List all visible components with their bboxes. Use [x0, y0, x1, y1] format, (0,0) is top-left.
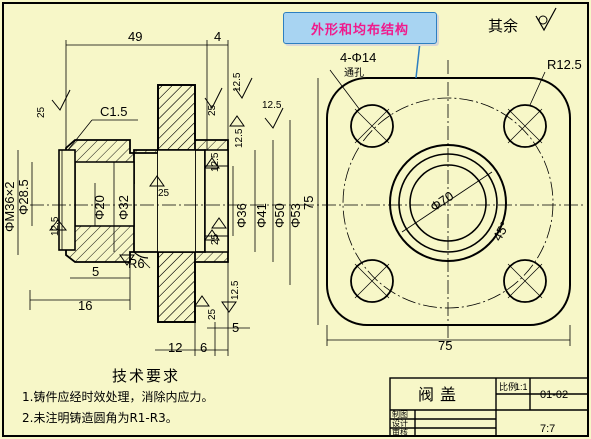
roughness-12-5-f: 12.5: [230, 280, 241, 300]
dim-d28-5: Φ28.5: [16, 179, 31, 215]
dim-4: 4: [214, 29, 221, 44]
roughness-12-5-e: 12.5: [50, 216, 61, 236]
roughness-12-5-c: 12.5: [234, 128, 245, 148]
roughness-12-5-b: 12.5: [262, 100, 282, 111]
dim-5b: 5: [232, 320, 239, 335]
title-block: [389, 377, 589, 437]
flange-outline: [326, 77, 571, 326]
row-design: 设计: [392, 418, 408, 428]
dim-thread: ΦM36×2: [2, 182, 17, 232]
roughness-25-e: 25: [207, 308, 218, 320]
dim-d32: Φ32: [116, 195, 131, 220]
flange-bore-clear: [158, 150, 195, 252]
corner-radius-label: R12.5: [547, 57, 582, 72]
left-dimensions: [17, 40, 291, 356]
threaded-end: [58, 149, 76, 251]
chamfer-label: C1.5: [100, 104, 127, 119]
tech-requirement-2: 2.未注明铸造圆角为R1-R3。: [22, 411, 178, 425]
row-draw: 制图: [392, 409, 408, 419]
roughness-25-d: 25: [210, 233, 221, 245]
holes-label: 4-Φ14: [340, 50, 376, 65]
end-view: [300, 41, 585, 346]
height-dim: 75: [301, 196, 316, 210]
dim-d20: Φ20: [92, 195, 107, 220]
ratio-value: 1:1: [515, 382, 528, 392]
dim-d41: Φ41: [254, 203, 269, 228]
roughness-symbols: [48, 77, 284, 313]
bore-large: [204, 149, 229, 253]
dim-16: 16: [78, 298, 92, 313]
roughness-12-5-a: 12.5: [232, 72, 243, 92]
part-name: 阀盖: [418, 386, 462, 404]
dim-49: 49: [128, 29, 142, 44]
callout-label: 外形和均布结构: [310, 22, 409, 38]
dim-d36: Φ36: [234, 203, 249, 228]
boss-mid: [398, 153, 498, 253]
pcd-label: Φ70: [427, 188, 456, 214]
boss-inner: [409, 164, 487, 242]
tech-requirement-1: 1.铸件应经时效处理，消除内应力。: [22, 390, 214, 404]
row-check: 审核: [392, 427, 408, 437]
bore-step: [74, 161, 135, 227]
dim-d50: Φ50: [272, 203, 287, 228]
roughness-25-c: 25: [158, 188, 170, 199]
holes-sublabel: 通孔: [344, 67, 364, 79]
callout-box: 外形和均布结构: [283, 12, 437, 44]
ratio-label: 比例: [499, 381, 517, 392]
boss-outer: [389, 144, 507, 262]
section-view: [30, 84, 300, 323]
surface-note-label: 其余: [488, 17, 519, 35]
roughness-25-b: 25: [207, 104, 218, 116]
dim-12: 12: [168, 340, 182, 355]
width-dim: 75: [438, 338, 452, 353]
dim-d53: Φ53: [288, 203, 303, 228]
pcd-circle: [342, 97, 554, 309]
dim-5: 5: [92, 264, 99, 279]
dim-6: 6: [200, 340, 207, 355]
drawing-number: 01-02: [540, 389, 568, 401]
bolt-holes: [350, 104, 547, 303]
sheet-number: 7:7: [540, 423, 555, 435]
roughness-12-5-d: 12.5: [210, 152, 221, 172]
fillet-label: R6: [128, 256, 145, 271]
roughness-25-a: 25: [36, 106, 47, 118]
tech-requirements-title: 技术要求: [112, 367, 181, 385]
